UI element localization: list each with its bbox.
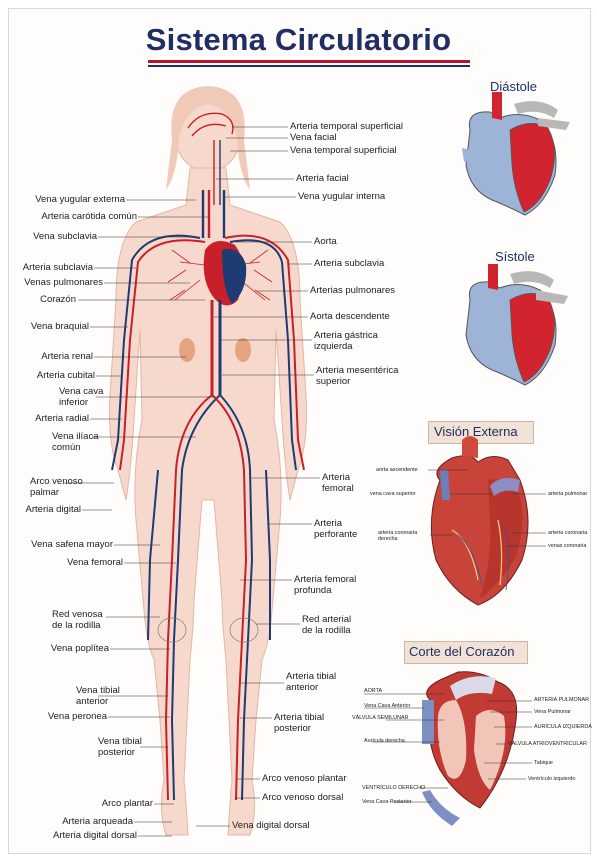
sistole-heart [466, 264, 568, 385]
label-ventriculo-derecho: VENTRÍCULO DERECHO [362, 785, 425, 791]
label-aorta-ascendente: aorta ascendente [376, 467, 418, 473]
label-vena-cava-superior: vena cava superior [370, 491, 416, 497]
label-tabique: Tabique [534, 760, 553, 766]
label-ventriculo-izquierdo: Ventrículo izquierdo [528, 776, 575, 782]
label-aorta-section: AORTA [364, 688, 382, 694]
label-vena-pulmonar: Vena Pulmonar [534, 709, 571, 715]
label-vena-cava-posterior: Vena Cava Posterior [362, 799, 411, 805]
diastole-heart [462, 92, 570, 215]
external-heart [431, 436, 528, 605]
section-heart [422, 672, 517, 826]
label-arteria-pulmonar: arteria pulmonar [548, 491, 587, 497]
label-arteria-pulmonar-section: ARTERIA PULMONAR [534, 697, 589, 703]
label-valvula-atrioventricular: VÁLVULA ATRIOVENTRICULAR [508, 741, 587, 747]
label-vena-cava-anterior: Vena Cava Anterior [364, 703, 410, 709]
label-venas-coronaria: venas coronaria [548, 543, 586, 549]
label-arteria-coronaria: arteria coronaria [548, 530, 587, 536]
label-arteria-coronaria-derecha: arteria coronaria derecha [378, 530, 417, 542]
label-valvula-semilunar: VÁLVULA SEMILUNAR [352, 715, 409, 721]
label-auricula-izquierda: AURÍCULA IZQUIERDA [534, 724, 592, 730]
label-auricula-derecha: Aurícula derecha [364, 738, 405, 744]
